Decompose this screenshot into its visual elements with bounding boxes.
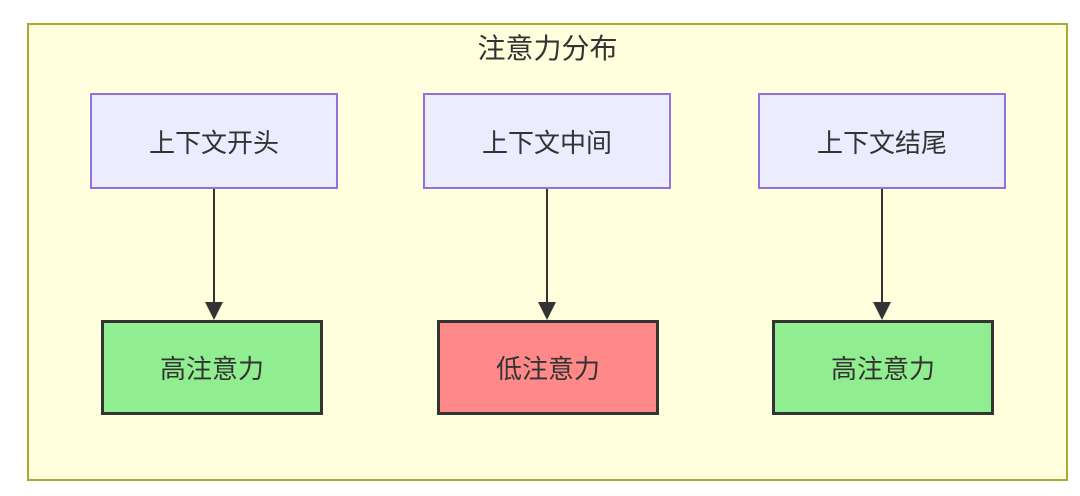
node-context-start: 上下文开头 — [90, 93, 338, 189]
attention-distribution-container: 注意力分布 上下文开头 高注意力 上下文中间 低注意力 上下文结尾 高注意力 — [27, 23, 1068, 481]
node-context-middle: 上下文中间 — [423, 93, 671, 189]
node-high-attention-right: 高注意力 — [772, 320, 994, 415]
arrow-context-end-to-high-attention — [873, 189, 891, 320]
node-context-end: 上下文结尾 — [758, 93, 1006, 189]
node-low-attention-middle: 低注意力 — [437, 320, 659, 415]
node-high-attention-left: 高注意力 — [101, 320, 323, 415]
diagram-title: 注意力分布 — [477, 33, 618, 64]
arrow-context-middle-to-low-attention — [538, 189, 556, 320]
arrow-context-start-to-high-attention — [205, 189, 223, 320]
